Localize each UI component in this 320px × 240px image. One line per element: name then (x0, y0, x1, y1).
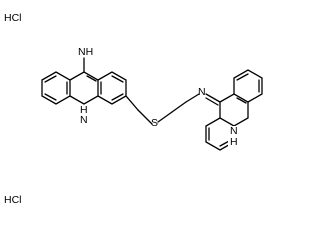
label-background (228, 126, 240, 148)
structure-canvas: HCl HCl NH H N S N N H (4, 12, 263, 206)
atom-label-ring-h-right: H (230, 136, 238, 148)
molecule-diagram: HCl HCl NH H N S N N H (4, 12, 263, 206)
atom-label-ring-n-left: N (80, 114, 88, 126)
label-background (78, 105, 90, 125)
atom-label-sulfur: S (151, 117, 158, 129)
atom-label-amine: NH (78, 46, 93, 58)
bond-lines (41, 57, 263, 151)
atom-label-linker-n: N (198, 86, 206, 98)
hcl-label-top: HCl (4, 12, 22, 24)
hcl-label-bottom: HCl (4, 194, 22, 206)
atom-label-ring-n-right: N (230, 125, 238, 137)
atom-label-ring-h-left: H (80, 104, 88, 116)
